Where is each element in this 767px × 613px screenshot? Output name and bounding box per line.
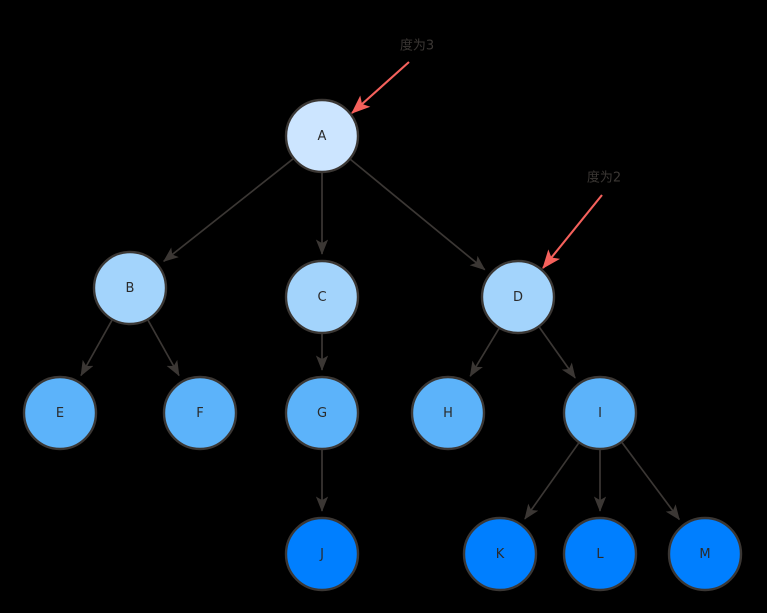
edge-b-e xyxy=(80,319,113,377)
node-d[interactable]: D xyxy=(480,259,556,335)
node-k[interactable]: K xyxy=(462,516,538,592)
node-j-circle[interactable] xyxy=(284,516,360,592)
anno-degree-3-label: 度为3 xyxy=(400,38,434,54)
annotations-layer: 度为3 度为2 xyxy=(351,38,621,269)
node-m-circle[interactable] xyxy=(667,516,743,592)
node-e[interactable]: E xyxy=(22,375,98,451)
node-h[interactable]: H xyxy=(410,375,486,451)
node-m[interactable]: M xyxy=(667,516,743,592)
node-l[interactable]: L xyxy=(562,516,638,592)
node-f-circle[interactable] xyxy=(162,375,238,451)
node-h-circle[interactable] xyxy=(410,375,486,451)
node-i[interactable]: I xyxy=(562,375,638,451)
edge-d-h xyxy=(469,328,500,377)
edges-layer xyxy=(80,158,680,521)
node-a-circle[interactable] xyxy=(284,98,360,174)
edge-d-i xyxy=(538,326,576,379)
node-d-circle[interactable] xyxy=(480,259,556,335)
anno-degree-3-arrow-icon xyxy=(351,61,410,114)
node-i-circle[interactable] xyxy=(562,375,638,451)
node-f[interactable]: F xyxy=(162,375,238,451)
node-a[interactable]: A xyxy=(284,98,360,174)
edge-b-f xyxy=(147,319,180,377)
edge-i-m xyxy=(621,442,680,521)
anno-degree-2-arrow-icon xyxy=(542,194,603,269)
node-l-circle[interactable] xyxy=(562,516,638,592)
edge-i-k xyxy=(524,442,580,520)
edge-a-d xyxy=(350,158,486,271)
node-b[interactable]: B xyxy=(92,250,168,326)
node-c-circle[interactable] xyxy=(284,259,360,335)
node-c[interactable]: C xyxy=(284,259,360,335)
node-e-circle[interactable] xyxy=(22,375,98,451)
node-b-circle[interactable] xyxy=(92,250,168,326)
node-g-circle[interactable] xyxy=(284,375,360,451)
node-g[interactable]: G xyxy=(284,375,360,451)
node-k-circle[interactable] xyxy=(462,516,538,592)
edge-a-b xyxy=(163,158,294,262)
anno-degree-2-label: 度为2 xyxy=(587,170,621,186)
node-j[interactable]: J xyxy=(284,516,360,592)
